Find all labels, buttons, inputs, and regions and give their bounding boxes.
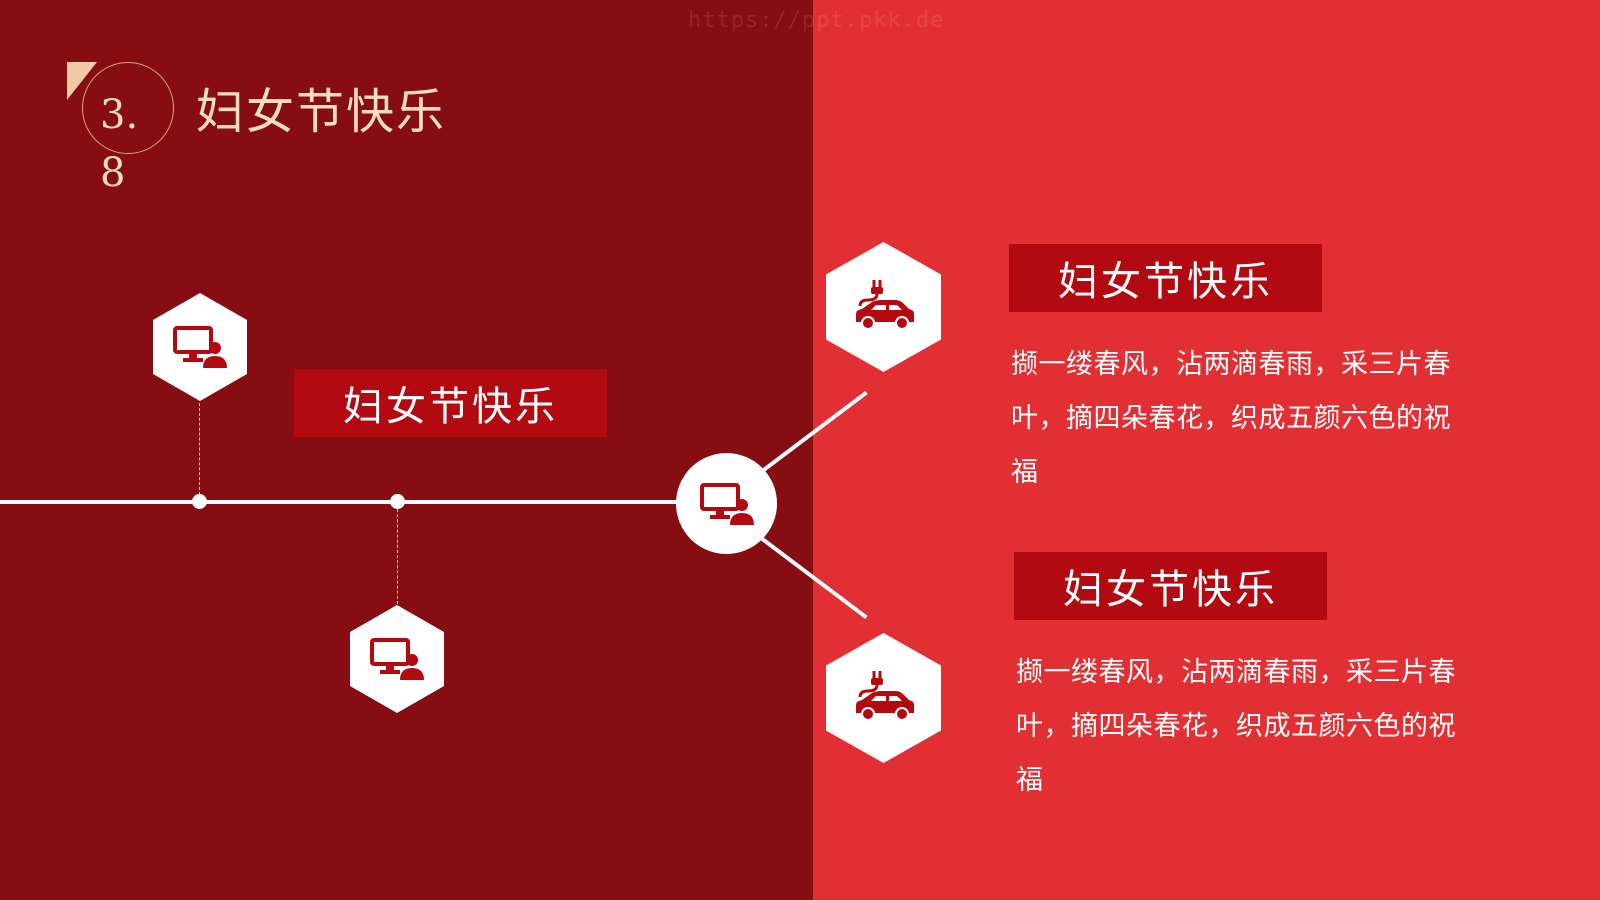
computer-user-icon: [370, 638, 424, 680]
computer-user-icon: [173, 326, 227, 368]
right-description-2: 撷一缕春风，沾两滴春雨，采三片春叶，摘四朵春花，织成五颜六色的祝福: [1016, 657, 1456, 796]
right-title-box-2: 妇女节快乐: [1014, 552, 1327, 620]
connector-dashed-2: [397, 504, 398, 604]
left-label-text: 妇女节快乐: [343, 384, 558, 430]
timeline-line: [0, 500, 690, 504]
section-number: 3.8: [100, 92, 139, 196]
computer-user-icon: [699, 482, 754, 525]
hexagon-car-bottom: [826, 633, 941, 763]
right-title-1: 妇女节快乐: [1058, 259, 1273, 305]
electric-car-icon: [855, 671, 914, 721]
timeline-hub: [676, 453, 777, 554]
right-panel-background: [813, 0, 1600, 900]
section-number-ring: [82, 62, 174, 154]
electric-car-icon: [855, 280, 914, 330]
watermark-text: https://ppt.pkk.de: [688, 8, 945, 33]
right-description-1: 撷一缕春风，沾两滴春雨，采三片春叶，摘四朵春花，织成五颜六色的祝福: [1011, 349, 1451, 488]
right-title-2: 妇女节快乐: [1063, 567, 1278, 613]
timeline-node-1: [192, 494, 207, 509]
hexagon-car-top: [826, 242, 941, 372]
connector-dashed-1: [199, 398, 200, 500]
timeline-node-2: [390, 494, 405, 509]
hexagon-node-top: [153, 293, 247, 401]
left-label-box: 妇女节快乐: [294, 369, 607, 437]
page-title: 妇女节快乐: [196, 84, 447, 140]
right-title-box-1: 妇女节快乐: [1009, 244, 1322, 312]
